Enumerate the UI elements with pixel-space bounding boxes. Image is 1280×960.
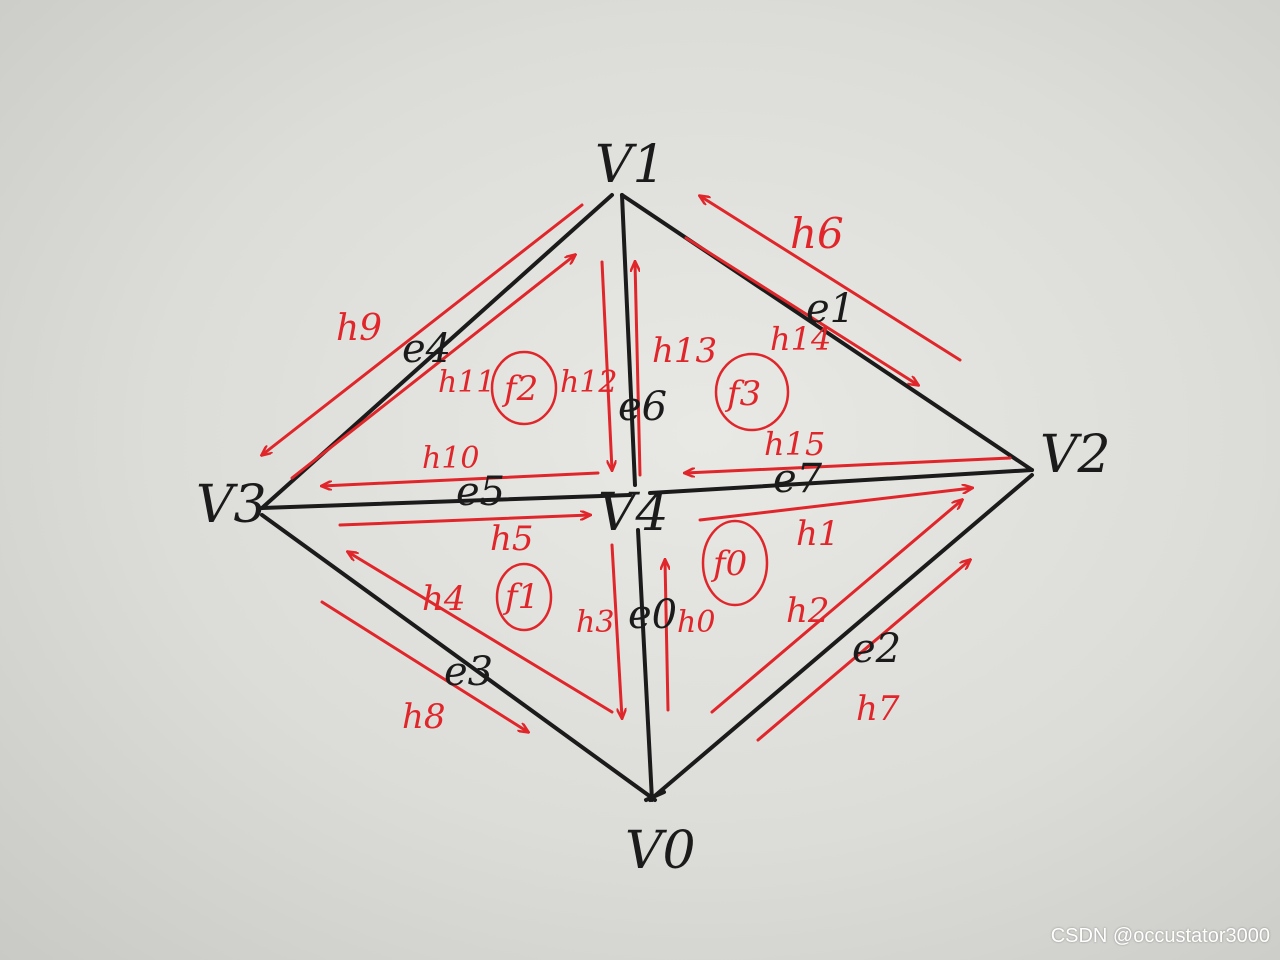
halfedge-label-h12: h12: [560, 365, 618, 400]
face-circle-f2: [490, 350, 558, 426]
halfedge-label-h15: h15: [764, 425, 825, 463]
edge-label-e4: e4: [402, 326, 451, 372]
arrow-h6: [700, 196, 962, 362]
halfedge-labels: h6 h9 h13 h14 h11 h12 h10 h15 h5 h1 h4 h…: [336, 209, 900, 737]
halfedge-label-h3: h3: [576, 605, 614, 640]
arrow-h15: [685, 456, 1012, 473]
face-label-f0: f0: [710, 544, 747, 584]
edge-label-e5: e5: [456, 469, 505, 515]
vertex-labels: V1 V2 V3 V4 V0: [196, 135, 1111, 881]
halfedge-label-h10: h10: [422, 441, 480, 476]
edge-e5: [260, 493, 632, 510]
arrow-h9: [262, 203, 584, 455]
vertex-label-v1: V1: [595, 135, 666, 195]
edge-v0-tick: [644, 790, 666, 802]
edge-e0: [636, 528, 654, 802]
arrow-h4: [348, 552, 614, 714]
vertex-label-v2: V2: [1040, 425, 1111, 485]
halfedge-label-h13: h13: [652, 331, 717, 371]
arrow-h13: [635, 262, 642, 477]
arrow-h3: [610, 543, 622, 718]
edge-label-e7: e7: [773, 456, 823, 502]
arrow-h14: [684, 236, 918, 385]
arrow-h11: [290, 255, 575, 480]
arrow-h1: [698, 488, 972, 522]
watermark-text: CSDN @occustator3000: [1050, 925, 1270, 947]
arrow-h0: [665, 560, 668, 712]
edge-labels: e4 e1 e6 e5 e7 e0 e3 e2: [402, 286, 901, 695]
halfedge-label-h6: h6: [790, 209, 844, 258]
face-circle-f0: [701, 519, 769, 607]
arrow-h2: [710, 500, 962, 714]
edge-e3: [260, 513, 657, 802]
halfedge-label-h0: h0: [677, 605, 715, 640]
face-label-f2: f2: [501, 369, 538, 409]
face-label-f3: f3: [724, 374, 761, 414]
edge-label-e3: e3: [444, 649, 493, 695]
edge-label-e0: e0: [628, 592, 677, 638]
vertex-label-v4: V4: [598, 483, 669, 543]
halfedge-label-h11: h11: [438, 365, 496, 400]
vertex-label-v0: V0: [625, 821, 696, 881]
edge-label-e6: e6: [618, 384, 667, 430]
halfedge-label-h9: h9: [336, 308, 382, 349]
halfedge-label-h7: h7: [856, 689, 900, 729]
arrow-h5: [338, 515, 590, 527]
edge-e2: [648, 473, 1034, 802]
arrow-h12: [600, 260, 612, 470]
halfedge-arrows: [262, 196, 1012, 742]
halfedge-label-h8: h8: [402, 697, 446, 737]
halfedge-label-h2: h2: [786, 591, 830, 631]
face-labels: f2 f3 f1 f0: [501, 369, 761, 617]
edge-label-e1: e1: [806, 286, 855, 332]
halfedge-label-h14: h14: [770, 320, 831, 358]
face-label-f1: f1: [502, 577, 539, 617]
halfedge-label-h4: h4: [422, 579, 466, 619]
face-circle-f1: [495, 562, 553, 632]
arrow-h10: [322, 471, 600, 486]
edge-e6: [620, 193, 637, 487]
face-circle-f3: [714, 352, 790, 432]
edge-e7: [648, 468, 1034, 495]
vertex-label-v3: V3: [196, 475, 267, 535]
arrow-h8: [320, 600, 528, 732]
face-circles: [490, 350, 790, 632]
halfedge-label-h1: h1: [796, 514, 840, 554]
edge-label-e2: e2: [852, 626, 901, 672]
arrow-h7: [756, 560, 970, 742]
halfedge-label-h5: h5: [490, 519, 534, 559]
